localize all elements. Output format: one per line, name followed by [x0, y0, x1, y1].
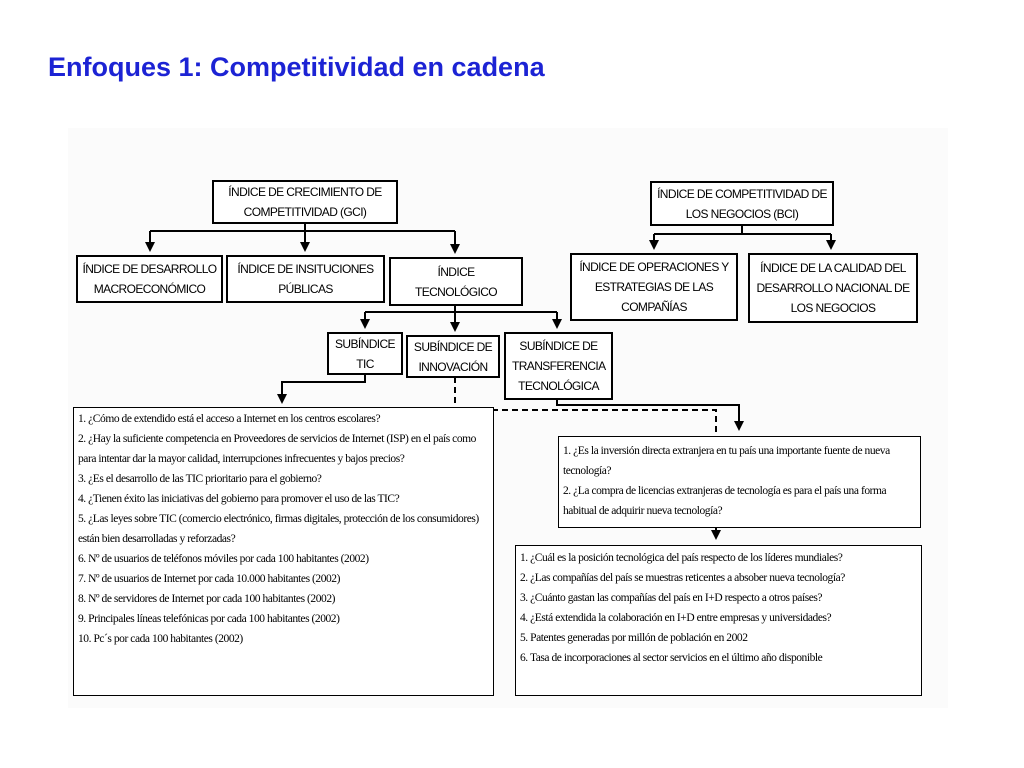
list-item: 5. ¿Las leyes sobre TIC (comercio electr… [78, 513, 479, 545]
subindice-tic-label: SUBÍNDICE TIC [335, 336, 396, 371]
operaciones-label: ÍNDICE DE OPERACIONES Y ESTRATEGIAS DE L… [579, 260, 729, 314]
list-item: 1. ¿Es la inversión directa extranjera e… [563, 445, 890, 477]
list-item: 7. Nº de usuarios de Internet por cada 1… [78, 573, 340, 585]
list-item: 4. ¿Tienen éxito las iniciativas del gob… [78, 493, 400, 505]
subindice-innovacion-box: SUBÍNDICE DE INNOVACIÓN [406, 335, 500, 378]
list-item: 4. ¿Está extendida la colaboración en I+… [520, 612, 832, 624]
arrow-innovation-to-list [454, 377, 721, 540]
list-item: 5. Patentes generadas por millón de pobl… [520, 632, 748, 644]
tic-questions-list: 1. ¿Cómo de extendido está el acceso a I… [73, 407, 494, 696]
subindice-transferencia-box: SUBÍNDICE DE TRANSFERENCIA TECNOLÓGICA [504, 332, 613, 400]
instituciones-box: ÍNDICE DE INSITUCIONES PÚBLICAS [226, 255, 385, 303]
list-item: 2. ¿Hay la suficiente competencia en Pro… [78, 433, 476, 465]
list-item: 10. Pc´s por cada 100 habitantes (2002) [78, 633, 243, 645]
list-item: 1. ¿Cómo de extendido está el acceso a I… [78, 413, 381, 425]
list-item: 3. ¿Es el desarrollo de las TIC priorita… [78, 473, 322, 485]
list-item: 1. ¿Cuál es la posición tecnológica del … [520, 552, 843, 564]
tecnologico-label: ÍNDICE TECNOLÓGICO [414, 264, 498, 299]
list-item: 3. ¿Cuánto gastan las compañías del país… [520, 592, 823, 604]
subindice-tic-box: SUBÍNDICE TIC [327, 332, 403, 375]
list-item: 2. ¿La compra de licencias extranjeras d… [563, 485, 887, 517]
list-item: 6. Tasa de incorporaciones al sector ser… [520, 652, 823, 664]
tecnologico-box: ÍNDICE TECNOLÓGICO [389, 257, 523, 306]
arrow-transfer-to-list [556, 400, 744, 431]
list-item: 2. ¿Las compañías del país se muestras r… [520, 572, 845, 584]
subindice-innovacion-label: SUBÍNDICE DE INNOVACIÓN [413, 339, 493, 374]
list-item: 8. Nº de servidores de Internet por cada… [78, 593, 336, 605]
calidad-label: ÍNDICE DE LA CALIDAD DEL DESARROLLO NACI… [756, 261, 910, 315]
bci-label: ÍNDICE DE COMPETITIVIDAD DE LOS NEGOCIOS… [657, 186, 827, 221]
list-item: 9. Principales líneas telefónicas por ca… [78, 613, 340, 625]
calidad-box: ÍNDICE DE LA CALIDAD DEL DESARROLLO NACI… [748, 253, 918, 323]
gci-label: ÍNDICE DE CRECIMIENTO DE COMPETITIVIDAD … [228, 185, 382, 219]
transfer-questions-list: 1. ¿Es la inversión directa extranjera e… [558, 436, 921, 528]
bci-box: ÍNDICE DE COMPETITIVIDAD DE LOS NEGOCIOS… [650, 181, 834, 226]
list-item: 6. Nº de usuarios de teléfonos móviles p… [78, 553, 369, 565]
operaciones-box: ÍNDICE DE OPERACIONES Y ESTRATEGIAS DE L… [570, 253, 738, 321]
page-title: Enfoques 1: Competitividad en cadena [48, 52, 545, 82]
instituciones-label: ÍNDICE DE INSITUCIONES PÚBLICAS [237, 262, 374, 296]
innovation-questions-list: 1. ¿Cuál es la posición tecnológica del … [515, 545, 922, 696]
macro-label: ÍNDICE DE DESARROLLO MACROECONÓMICO [82, 262, 217, 296]
macro-box: ÍNDICE DE DESARROLLO MACROECONÓMICO [76, 255, 223, 303]
gci-box: ÍNDICE DE CRECIMIENTO DE COMPETITIVIDAD … [212, 180, 398, 224]
arrow-tic-to-list [277, 374, 366, 404]
subindice-transferencia-label: SUBÍNDICE DE TRANSFERENCIA TECNOLÓGICA [512, 339, 606, 393]
